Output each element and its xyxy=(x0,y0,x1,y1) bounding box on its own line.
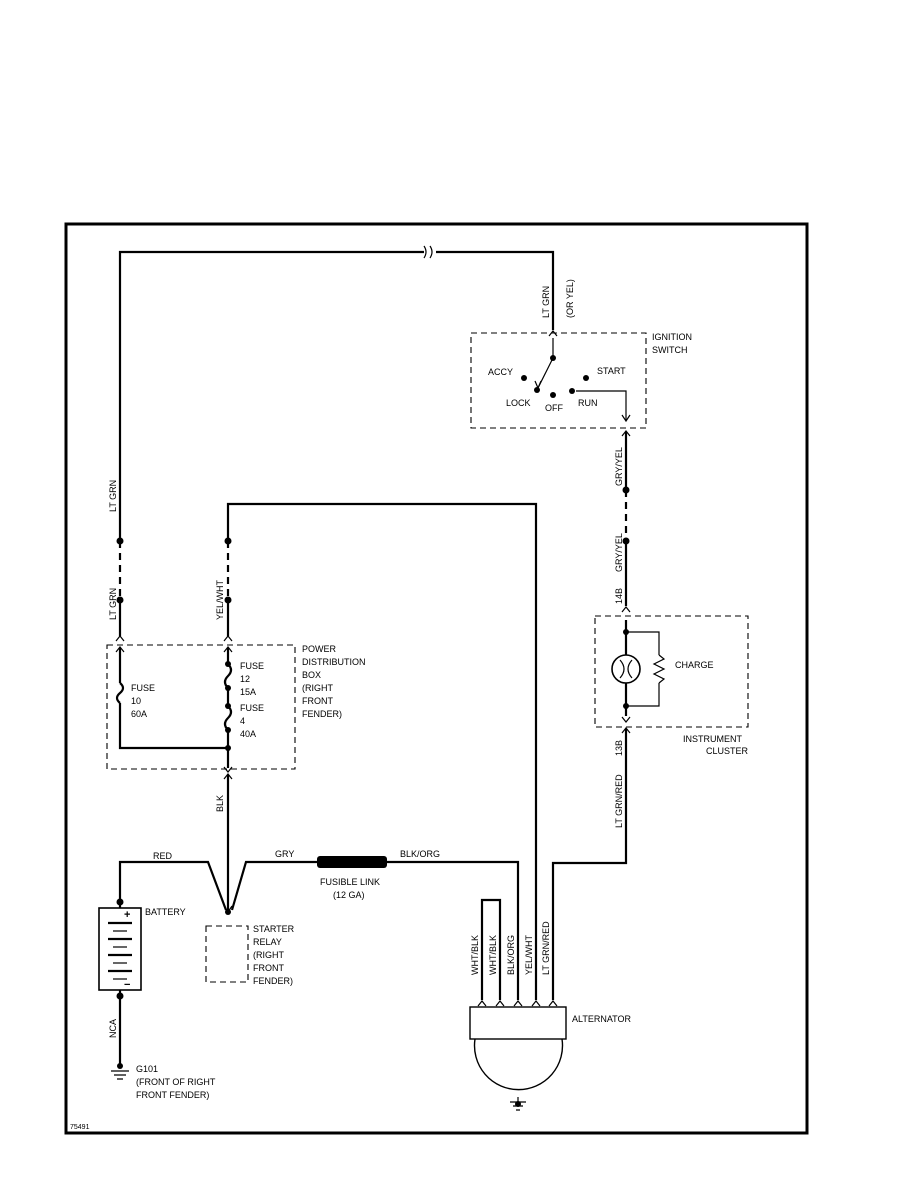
wire-label-wht-blk-2: WHT/BLK xyxy=(488,935,498,975)
pdb-label-5: FRONT xyxy=(302,696,333,706)
pdb-internal-wiring xyxy=(115,646,233,773)
ign-pos-off: OFF xyxy=(545,403,563,413)
instrument-cluster-label: INSTRUMENT xyxy=(683,734,742,744)
charge-lamp-icon xyxy=(611,654,641,684)
ign-pos-accy: ACCY xyxy=(488,367,513,377)
wire-label-blk: BLK xyxy=(215,795,225,812)
power-distribution-box xyxy=(106,644,296,770)
battery-label: BATTERY xyxy=(145,907,186,917)
wire-blk-org xyxy=(387,860,520,1000)
wire-label-nca: NCA xyxy=(108,1019,118,1038)
wire-red xyxy=(118,860,228,911)
pdb-label-2: DISTRIBUTION xyxy=(302,657,366,667)
ignition-switch-contacts xyxy=(521,338,631,423)
fuse-12-label-1: FUSE xyxy=(240,661,264,671)
ignition-switch-label-2: SWITCH xyxy=(652,345,688,355)
fuse-12-label-2: 12 xyxy=(240,674,250,684)
wire-label-lt-grn-2: LT GRN xyxy=(108,588,118,620)
fuse-4-label-2: 4 xyxy=(240,716,245,726)
fuse-12-label-3: 15A xyxy=(240,687,256,697)
pdb-label-1: POWER xyxy=(302,644,337,654)
fuse-4-label-3: 40A xyxy=(240,729,256,739)
fuse-4-label-1: FUSE xyxy=(240,703,264,713)
battery-minus: − xyxy=(124,979,130,991)
starter-relay-label-4: FRONT xyxy=(253,963,284,973)
ground-location-2: FRONT FENDER) xyxy=(136,1090,209,1100)
wire-lt-grn-top xyxy=(118,245,558,541)
alternator-ground-icon xyxy=(510,1097,526,1111)
pdb-label-3: BOX xyxy=(302,670,321,680)
ignition-switch-box xyxy=(470,332,647,429)
wire-label-lt-grn-top: LT GRN xyxy=(541,286,551,318)
starter-relay-box xyxy=(205,925,249,983)
wire-wht-blk-loop xyxy=(480,898,502,1000)
fuse-10-label-2: 10 xyxy=(131,696,141,706)
alternator-label: ALTERNATOR xyxy=(572,1014,632,1024)
fusible-link-label: FUSIBLE LINK xyxy=(320,877,380,887)
starter-relay-label-1: STARTER xyxy=(253,924,295,934)
wire-label-yel-wht-1: YEL/WHT xyxy=(215,579,225,620)
wire-label-lt-grn-red-1: LT GRN/RED xyxy=(614,774,624,828)
alternator-body-icon xyxy=(473,1038,564,1091)
battery-icon xyxy=(98,907,142,991)
fusible-link-gauge: (12 GA) xyxy=(333,890,365,900)
ground-g101-icon xyxy=(111,1063,129,1080)
wire-yel-wht xyxy=(223,502,538,1000)
connector-14b: 14B xyxy=(614,588,624,604)
instrument-cluster-label-2: CLUSTER xyxy=(706,746,749,756)
ign-pos-lock: LOCK xyxy=(506,398,531,408)
wire-blk xyxy=(223,773,233,912)
wire-label-gry-yel-1: GRY/YEL xyxy=(614,447,624,486)
wire-gry-yel xyxy=(621,430,631,613)
connector-13b: 13B xyxy=(614,740,624,756)
charge-label: CHARGE xyxy=(675,660,714,670)
ign-pos-start: START xyxy=(597,366,626,376)
wire-label-gry: GRY xyxy=(275,849,294,859)
charge-indicator-circuit xyxy=(611,620,666,723)
wire-lt-grn-red xyxy=(551,727,631,1000)
ign-pos-run: RUN xyxy=(578,398,598,408)
wire-label-gry-yel-2: GRY/YEL xyxy=(614,533,624,572)
fusible-link-icon xyxy=(317,856,387,868)
wire-label-blk-org-2: BLK/ORG xyxy=(506,935,516,975)
figure-id: 75491 xyxy=(70,1124,90,1131)
pdb-label-4: (RIGHT xyxy=(302,683,333,693)
alternator-terminals xyxy=(477,1000,558,1007)
starter-relay-label-3: (RIGHT xyxy=(253,950,284,960)
ignition-switch-label: IGNITION xyxy=(652,332,692,342)
starter-relay-label-5: FENDER) xyxy=(253,976,293,986)
wire-label-yel-wht-2: YEL/WHT xyxy=(524,934,534,975)
wire-label-lt-grn-1: LT GRN xyxy=(108,480,118,512)
wire-label-red: RED xyxy=(153,851,173,861)
fuse-10-label-1: FUSE xyxy=(131,683,155,693)
wire-label-or-yel: (OR YEL) xyxy=(565,279,575,318)
ground-location-1: (FRONT OF RIGHT xyxy=(136,1077,216,1087)
wire-gry xyxy=(230,860,317,911)
battery-cells xyxy=(108,921,132,980)
starter-relay-label-2: RELAY xyxy=(253,937,282,947)
instrument-cluster-box xyxy=(594,615,749,728)
alternator-connector xyxy=(469,1006,567,1040)
fuse-10-label-3: 60A xyxy=(131,709,147,719)
pdb-label-6: FENDER) xyxy=(302,709,342,719)
wire-label-wht-blk-1: WHT/BLK xyxy=(470,935,480,975)
ground-id: G101 xyxy=(136,1064,158,1074)
wire-label-blk-org: BLK/ORG xyxy=(400,849,440,859)
wire-label-lt-grn-red-2: LT GRN/RED xyxy=(541,921,551,975)
wire-lt-grn-left xyxy=(115,537,125,642)
diagram-frame xyxy=(64,222,809,1135)
battery-plus: + xyxy=(124,909,130,921)
